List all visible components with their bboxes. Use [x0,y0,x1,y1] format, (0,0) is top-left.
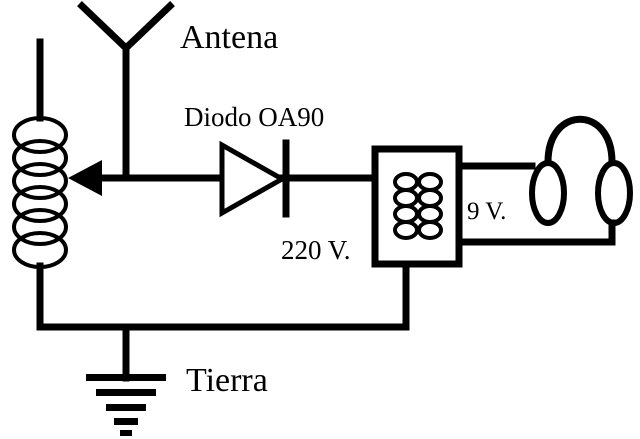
transformer [371,145,463,268]
ground-return-wire [36,260,410,331]
ground-icon [86,374,166,436]
headphones-icon [529,115,633,226]
antenna-label: Antena [180,19,278,56]
secondary-voltage-label: 9 V. [467,198,506,225]
primary-voltage-label: 220 V. [281,235,351,265]
slider-arrow [68,160,102,196]
diode-symbol [219,139,290,218]
antenna-symbol [77,1,175,182]
tuning-coil [12,38,68,331]
secondary-bottom-wire [455,219,616,246]
diode-label: Diodo OA90 [184,102,324,132]
ground-label: Tierra [186,362,268,399]
